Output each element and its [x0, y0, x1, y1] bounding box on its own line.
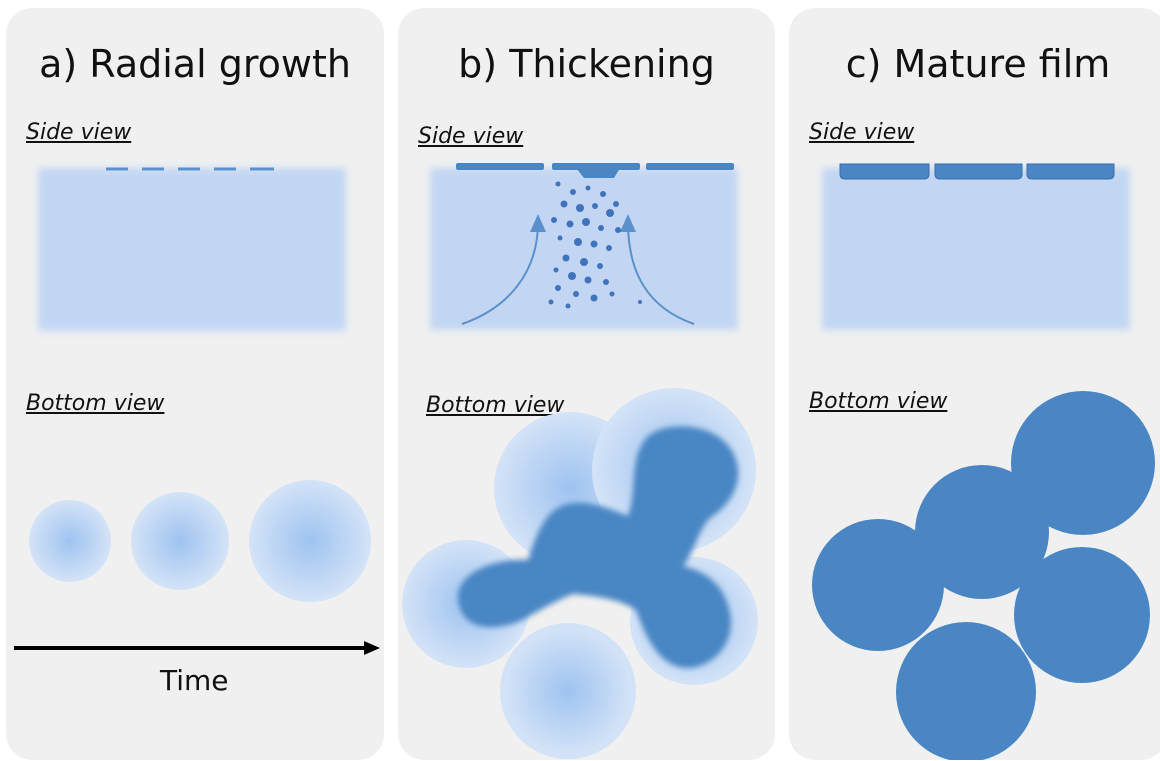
nucleus-large [249, 480, 371, 602]
liquid-side-view [822, 168, 1130, 330]
liquid-side-view [430, 168, 738, 330]
time-label: Time [160, 664, 229, 697]
bottom-view-domains [402, 388, 758, 759]
bottom-view-label: Bottom view [26, 391, 165, 416]
radial-growth-illustration [14, 167, 380, 655]
time-arrow [14, 641, 380, 655]
merged-thick-film [458, 426, 739, 668]
nucleus-new [504, 627, 632, 755]
panel-title: b) Thickening [458, 42, 715, 86]
suspended-particles [548, 181, 642, 309]
mature-film-illustration [812, 163, 1155, 760]
bottom-view-label: Bottom view [809, 389, 948, 414]
nucleus-medium [131, 492, 229, 590]
panel-title: a) Radial growth [39, 42, 351, 86]
nucleus-small [29, 500, 111, 582]
side-view-label: Side view [809, 120, 915, 145]
panel-thickening: b) Thickening Side view Bottom view [398, 8, 775, 760]
panel-title: c) Mature film [845, 42, 1111, 86]
liquid-side-view [38, 168, 346, 331]
side-view-label: Side view [418, 124, 524, 149]
convection-arrows [461, 214, 695, 325]
bottom-view-label: Bottom view [426, 393, 565, 418]
side-view-label: Side view [26, 120, 132, 145]
thickening-illustration [402, 163, 758, 759]
coalesced-domains [812, 391, 1155, 760]
film-segments [839, 163, 1115, 180]
panel-mature-film: c) Mature film Side view Bottom view [789, 8, 1160, 760]
panel-radial-growth: a) Radial growth Side view Bottom view T… [6, 8, 384, 760]
film-segments [456, 163, 734, 178]
